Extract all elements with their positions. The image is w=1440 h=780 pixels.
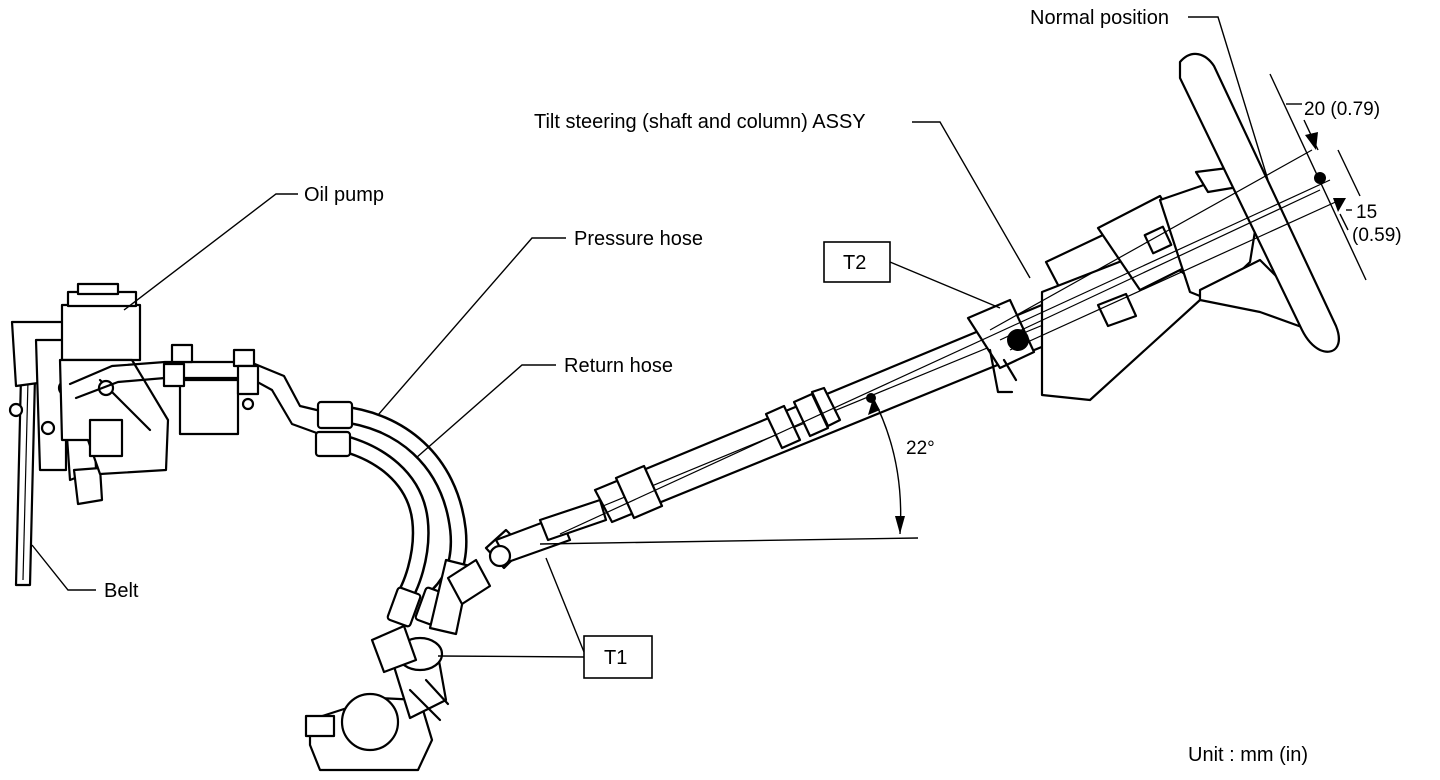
leader-t1-a — [437, 655, 585, 658]
t1-label: T1 — [604, 647, 627, 669]
column-angle-label: 22° — [906, 438, 935, 459]
steering-gear — [304, 624, 450, 772]
leader-tilt-steering — [912, 121, 1031, 279]
leader-belt — [31, 544, 96, 591]
leader-normal-position — [1188, 16, 1269, 181]
hoses — [314, 400, 468, 628]
normal-position-label: Normal position — [1030, 7, 1169, 29]
leader-pressure-hose — [377, 237, 566, 416]
return-hose-label: Return hose — [564, 355, 673, 377]
leader-lines — [31, 16, 1352, 658]
tilt-down-dimension-inch: (0.59) — [1352, 225, 1402, 246]
oil-pump-assembly — [8, 282, 327, 587]
tilt-down-dimension-value: 15 — [1356, 202, 1377, 223]
t2-callout: T2 — [823, 241, 891, 283]
leader-t1-b — [545, 557, 585, 653]
tilt-up-dimension: 20 (0.79) — [1304, 99, 1380, 120]
t2-label: T2 — [843, 252, 866, 274]
t1-callout: T1 — [583, 635, 653, 679]
dimension-lines — [539, 73, 1367, 545]
unit-label: Unit : mm (in) — [1188, 744, 1308, 766]
intermediate-shaft — [428, 498, 608, 636]
leader-oil-pump — [123, 193, 298, 311]
leader-t2 — [889, 261, 1001, 309]
belt-label: Belt — [104, 580, 139, 602]
oil-pump-label: Oil pump — [304, 184, 384, 206]
pressure-hose-label: Pressure hose — [574, 228, 703, 250]
steering-column — [593, 52, 1340, 524]
leader-return-hose — [415, 364, 556, 459]
tilt-steering-label: Tilt steering (shaft and column) ASSY — [534, 111, 866, 133]
